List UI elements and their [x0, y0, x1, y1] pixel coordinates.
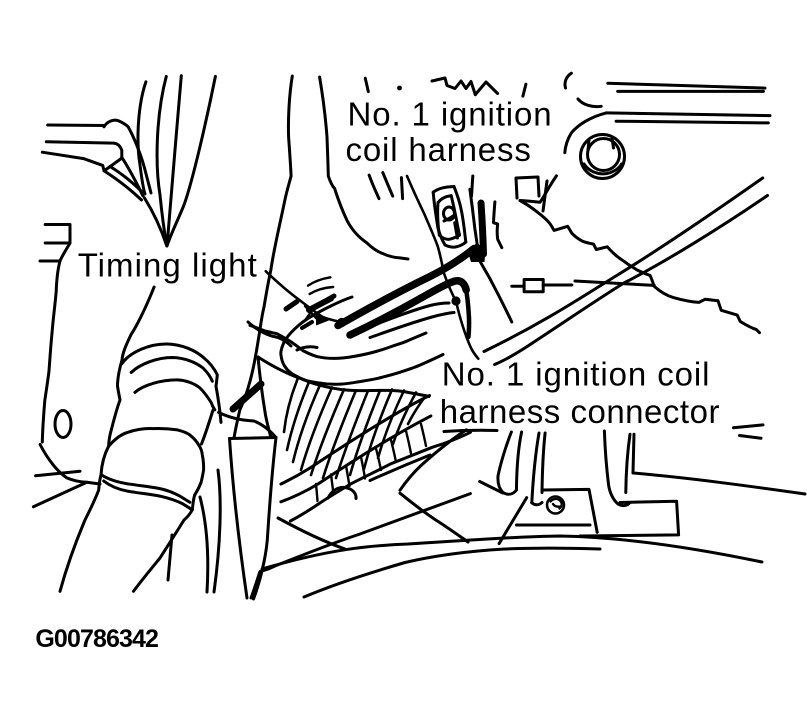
- svg-text:No. 1 ignition: No. 1 ignition: [348, 96, 553, 133]
- svg-text:harness connector: harness connector: [440, 393, 720, 430]
- svg-text:Timing light: Timing light: [78, 247, 258, 284]
- svg-text:coil harness: coil harness: [346, 131, 532, 168]
- svg-text:No. 1 ignition coil: No. 1 ignition coil: [442, 356, 711, 393]
- svg-text:G00786342: G00786342: [35, 625, 158, 653]
